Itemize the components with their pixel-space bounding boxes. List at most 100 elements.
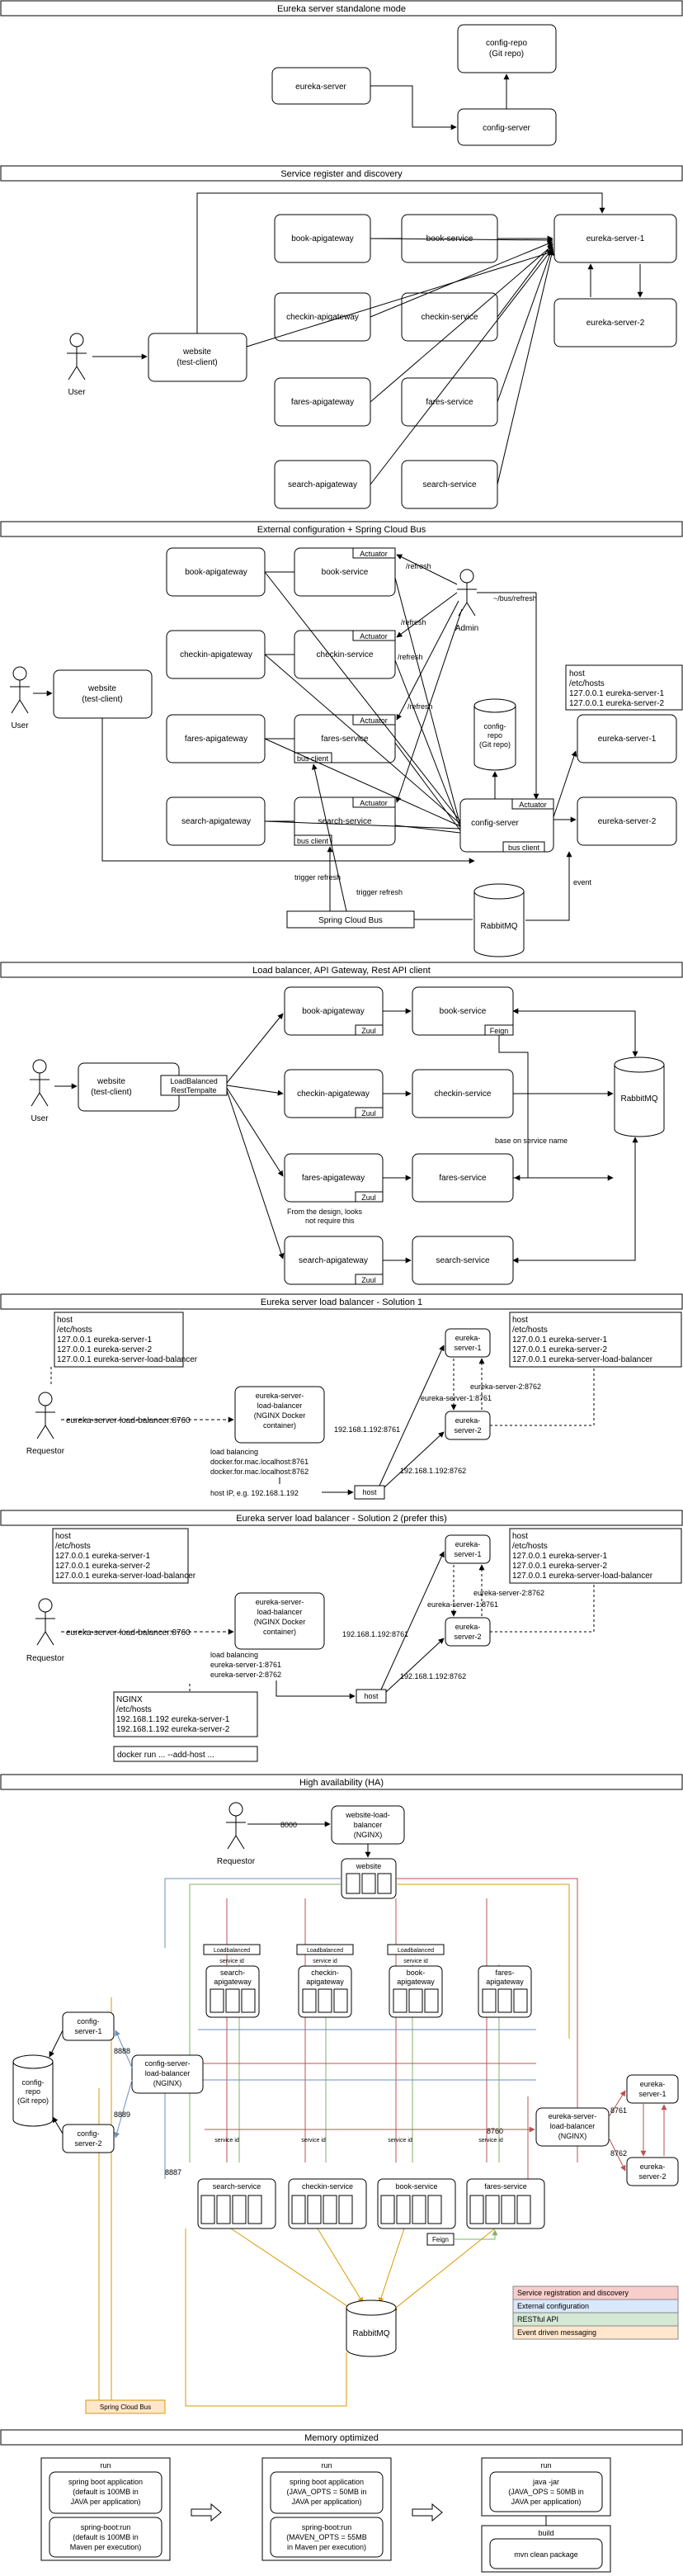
svg-text:service id: service id xyxy=(388,2138,412,2144)
svg-text:(Git repo): (Git repo) xyxy=(479,740,511,749)
svg-text:8888: 8888 xyxy=(114,2047,130,2055)
svg-text:8000: 8000 xyxy=(280,1821,297,1829)
host-box-1 xyxy=(354,1485,385,1500)
config-repo-box xyxy=(457,24,557,73)
legend: Service registration and discovery Exter… xyxy=(512,2285,679,2340)
svg-text:(Git repo): (Git repo) xyxy=(17,2096,49,2105)
svg-text:8760: 8760 xyxy=(487,2127,503,2135)
svg-text:eureka-server-1:8761: eureka-server-1:8761 xyxy=(210,1661,281,1669)
svg-text:load-balancer: load-balancer xyxy=(550,2122,596,2130)
svg-text:127.0.0.1 eureka-server-1: 127.0.0.1 eureka-server-1 xyxy=(57,1335,153,1345)
svg-text:Service register and discovery: Service register and discovery xyxy=(280,169,403,179)
svg-text:fares-service: fares-service xyxy=(426,398,473,407)
section-header-standalone xyxy=(0,0,683,17)
svg-text:RabbitMQ: RabbitMQ xyxy=(620,1094,657,1104)
svg-text:eureka-server-2:8762: eureka-server-2:8762 xyxy=(470,1383,541,1391)
svg-text:service id: service id xyxy=(219,1959,244,1964)
loadbalanced-resttemplate-tag xyxy=(160,1075,228,1096)
svg-text:eureka-server-: eureka-server- xyxy=(256,1392,304,1400)
svg-text:Actuator: Actuator xyxy=(360,632,388,640)
svg-text:apigateway: apigateway xyxy=(397,1978,435,1986)
svg-text:website-load-: website-load- xyxy=(345,1811,390,1819)
svg-text:(NGINX): (NGINX) xyxy=(558,2132,587,2140)
svg-text:RestTempalte: RestTempalte xyxy=(171,1086,216,1094)
svg-text:not require this: not require this xyxy=(305,1217,355,1225)
svg-text:checkin-apigateway: checkin-apigateway xyxy=(297,1089,370,1099)
svg-text:(NGINX): (NGINX) xyxy=(354,1831,383,1839)
svg-text:192.168.1.192:8761: 192.168.1.192:8761 xyxy=(342,1630,408,1638)
svg-text:JAVA per application): JAVA per application) xyxy=(511,2498,582,2506)
svg-text:config-server: config-server xyxy=(471,819,519,828)
svg-text:checkin-service: checkin-service xyxy=(422,313,478,322)
svg-text:JAVA per application): JAVA per application) xyxy=(71,2498,141,2506)
svg-text:127.0.0.1 eureka-server-1: 127.0.0.1 eureka-server-1 xyxy=(55,1552,151,1561)
svg-text:fares-apigateway: fares-apigateway xyxy=(302,1174,365,1183)
ha-services: service id service id service id service… xyxy=(197,2138,545,2246)
svg-text:Eureka server load balancer -: Eureka server load balancer - Solution 2… xyxy=(236,1514,447,1524)
svg-text:192.168.1.192 eureka-server-2: 192.168.1.192 eureka-server-2 xyxy=(116,1725,230,1734)
svg-text:trigger refresh: trigger refresh xyxy=(294,873,341,882)
svg-text:(NGINX Docker: (NGINX Docker xyxy=(254,1411,306,1420)
svg-text:eureka-server-1:8761: eureka-server-1:8761 xyxy=(427,1600,498,1609)
svg-text:website: website xyxy=(182,347,211,357)
memory-col-3: run java -jar (JAVA_OPS = 50MB in JAVA p… xyxy=(481,2457,611,2573)
svg-text:fares-apigateway: fares-apigateway xyxy=(185,735,247,744)
service-column: book-service checkin-service fares-servi… xyxy=(401,214,498,509)
svg-text:host: host xyxy=(569,669,585,678)
svg-text:eureka-server-1: eureka-server-1 xyxy=(586,234,645,243)
hosts-note-left-1: host /etc/hosts 127.0.0.1 eureka-server-… xyxy=(54,1312,198,1368)
svg-text:eureka-server-: eureka-server- xyxy=(256,1598,304,1606)
svg-text:From the design, looks: From the design, looks xyxy=(287,1208,363,1216)
eureka-server-label: eureka-server xyxy=(295,83,346,92)
gateway-column: book-apigateway checkin-apigateway fares… xyxy=(274,214,371,509)
svg-text:spring boot application: spring boot application xyxy=(68,2478,143,2486)
registration-edges xyxy=(246,235,554,485)
svg-text:127.0.0.1 eureka-server-1: 127.0.0.1 eureka-server-1 xyxy=(569,689,665,698)
svg-text:search-service: search-service xyxy=(318,817,371,826)
svg-text:container): container) xyxy=(263,1421,296,1430)
svg-text:container): container) xyxy=(263,1628,296,1636)
svg-text:repo: repo xyxy=(26,2087,40,2096)
svg-text:docker.for.mac.localhost:8762: docker.for.mac.localhost:8762 xyxy=(210,1468,309,1476)
svg-text:Requestor: Requestor xyxy=(26,1654,65,1663)
ha-colored-lines xyxy=(98,1878,578,2407)
section-header-discovery xyxy=(0,165,683,182)
svg-text:config-server-: config-server- xyxy=(144,2059,190,2068)
user-actor-2 xyxy=(9,666,31,714)
svg-text:RabbitMQ: RabbitMQ xyxy=(480,922,517,931)
hosts-note-right-1: host /etc/hosts 127.0.0.1 eureka-server-… xyxy=(509,1312,682,1368)
svg-text:(test-client): (test-client) xyxy=(177,358,217,367)
svg-text:search-: search- xyxy=(220,1969,245,1977)
svg-text:/etc/hosts: /etc/hosts xyxy=(57,1326,92,1335)
svg-text:Actuator: Actuator xyxy=(360,550,388,558)
s3-gateway-edges xyxy=(264,571,461,834)
svg-text:eureka-server-2: eureka-server-2 xyxy=(586,319,645,328)
eureka-lb-box-2 xyxy=(234,1592,325,1650)
eureka-server-2-box-2 xyxy=(577,796,677,846)
svg-text:Actuator: Actuator xyxy=(360,716,388,725)
svg-text:eureka-server-1: eureka-server-1 xyxy=(598,735,657,744)
website-box-2 xyxy=(53,669,153,719)
section-header-solution-2 xyxy=(0,1510,683,1526)
svg-text:Event driven messaging: Event driven messaging xyxy=(517,2328,596,2337)
section-header-load-balancer xyxy=(0,962,683,978)
svg-text:/refresh: /refresh xyxy=(401,618,426,626)
svg-text:eureka-server-1:8761: eureka-server-1:8761 xyxy=(421,1394,492,1402)
host-box-2 xyxy=(356,1689,387,1704)
svg-text:eureka-server-2: eureka-server-2 xyxy=(598,817,657,826)
rabbitmq-cylinder-1: RabbitMQ xyxy=(473,883,525,957)
svg-text:192.168.1.192 eureka-server-1: 192.168.1.192 eureka-server-1 xyxy=(116,1715,230,1724)
svg-text:(NGINX Docker: (NGINX Docker xyxy=(254,1618,306,1626)
svg-text:search-service: search-service xyxy=(213,2182,261,2191)
svg-text:127.0.0.1 eureka-server-2: 127.0.0.1 eureka-server-2 xyxy=(55,1562,151,1571)
svg-text:(JAVA_OPTS = 50MB in: (JAVA_OPTS = 50MB in xyxy=(287,2488,367,2496)
eureka-server-1-box-4 xyxy=(445,1534,491,1564)
svg-text:eureka-: eureka- xyxy=(640,2080,666,2088)
svg-text:eureka-: eureka- xyxy=(455,1540,481,1548)
rabbitmq-cylinder-2: RabbitMQ xyxy=(614,1056,665,1137)
nginx-hosts-note: NGINX /etc/hosts 192.168.1.192 eureka-se… xyxy=(113,1691,258,1737)
svg-text:bus client: bus client xyxy=(508,844,540,852)
svg-text:8889: 8889 xyxy=(114,2110,130,2119)
svg-text:Zuul: Zuul xyxy=(361,1109,376,1118)
